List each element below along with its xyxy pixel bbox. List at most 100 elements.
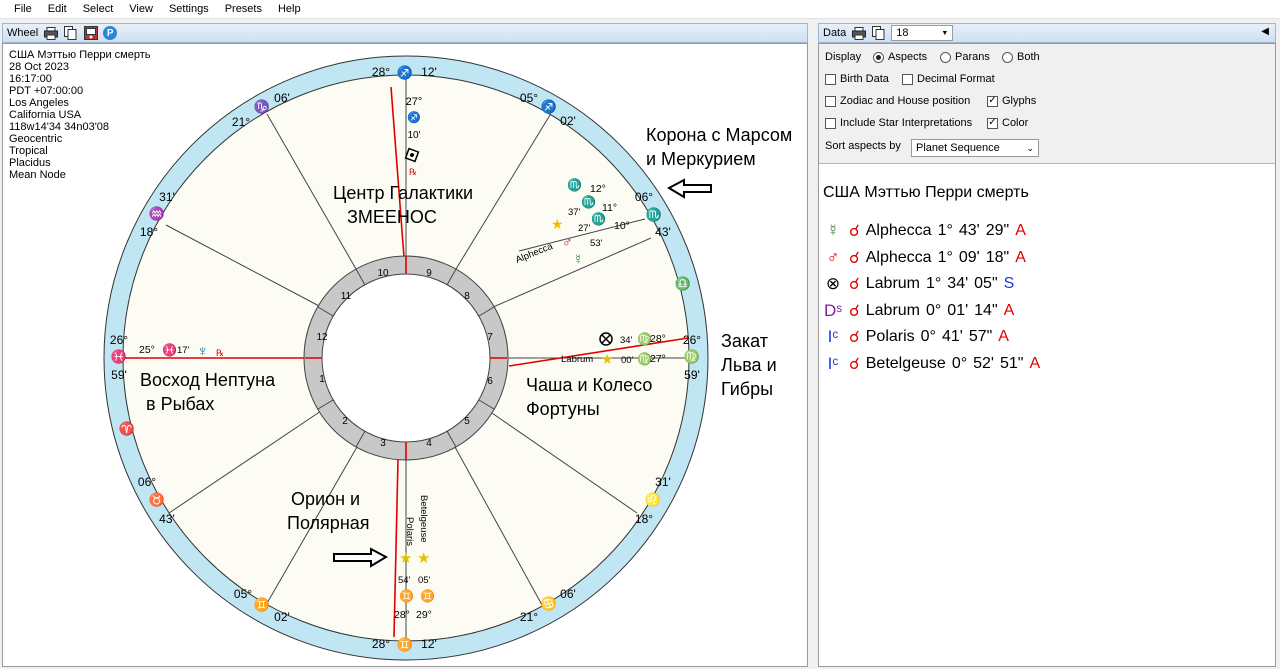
- neptune-icon: ♆: [197, 343, 208, 360]
- data-pane: Display Aspects Parans Both Birth Data D…: [818, 43, 1276, 667]
- ic-planet-icon: Iᶜ: [827, 327, 839, 347]
- house-number-2: 2: [342, 416, 348, 427]
- aspect-sec: 29": [985, 222, 1010, 240]
- annotation-sunset-line1: Закат: [721, 331, 769, 351]
- data-number-value: 18: [896, 27, 909, 39]
- chk-birth-data-box[interactable]: [825, 73, 836, 85]
- chk-zodiac-house-box[interactable]: [825, 95, 836, 107]
- cusp-5-min: 18°: [635, 512, 653, 526]
- menu-select[interactable]: Select: [82, 3, 114, 15]
- mars-icon: ♂: [562, 234, 573, 250]
- save-image-icon[interactable]: [83, 26, 98, 40]
- radio-aspects-label: Aspects: [888, 51, 928, 63]
- chk-color[interactable]: ✓ Color: [987, 117, 1028, 129]
- cusp-9-min: 02': [560, 114, 576, 128]
- conjunction-icon: ☌: [849, 302, 860, 320]
- desc-min-2: 00': [621, 355, 634, 366]
- radio-aspects[interactable]: Aspects: [873, 51, 927, 63]
- aspect-deg: 0°: [920, 328, 936, 346]
- wheel-pane: США Мэттью Перри смерть 28 Oct 2023 16:1…: [2, 43, 808, 667]
- conjunction-icon: ☌: [849, 276, 860, 294]
- pisces-icon: ♓: [111, 349, 127, 364]
- radio-parans[interactable]: Parans: [940, 51, 990, 63]
- sort-select[interactable]: Planet Sequence ⌄: [911, 139, 1039, 157]
- radio-aspects-circle[interactable]: [873, 51, 884, 63]
- aspect-flag: A: [1003, 301, 1015, 319]
- house-number-11: 11: [341, 291, 352, 302]
- radio-both[interactable]: Both: [1002, 51, 1040, 63]
- cusp-11-deg: 06': [274, 91, 290, 105]
- chk-star-interp[interactable]: Include Star Interpretations: [825, 117, 972, 129]
- chk-zodiac-house[interactable]: Zodiac and House position: [825, 95, 970, 107]
- radio-both-label: Both: [1017, 51, 1040, 63]
- betelgeuse-label: Betelgeuse: [418, 495, 429, 543]
- chk-decimal[interactable]: Decimal Format: [902, 73, 995, 85]
- copy-icon[interactable]: [63, 26, 78, 40]
- chart-info: США Мэттью Перри смерть 28 Oct 2023 16:1…: [9, 49, 150, 181]
- chk-star-interp-box[interactable]: [825, 117, 836, 129]
- collapse-left-icon[interactable]: ◀: [1261, 26, 1269, 37]
- chk-zodiac-house-label: Zodiac and House position: [840, 95, 971, 107]
- report-title: США Мэттью Перри смерть: [823, 184, 1029, 201]
- info-node: Mean Node: [9, 169, 66, 181]
- menu-edit[interactable]: Edit: [47, 3, 67, 15]
- chk-glyphs-box[interactable]: ✓: [987, 95, 998, 107]
- aries-icon: ♈: [119, 421, 135, 436]
- libra-icon: ♎: [675, 276, 691, 291]
- chart-wheel[interactable]: 1 2 3 4 5 6 7 8 9 10 11 12 28° ♐ 12' 05°…: [3, 44, 809, 668]
- aspect-flag: A: [1015, 248, 1026, 266]
- conjunction-icon: ☌: [849, 329, 860, 347]
- annotation-orion: Орион и Полярная: [287, 487, 370, 535]
- data-print-icon[interactable]: [851, 26, 866, 40]
- aspect-star: Labrum: [865, 275, 920, 293]
- cl-min-3: 53': [590, 238, 603, 249]
- scorpio-icon-cl2: ♏: [581, 195, 596, 209]
- data-number-select[interactable]: 18 ▼: [891, 25, 954, 41]
- aspect-star: Alphecca: [865, 222, 932, 240]
- print-icon[interactable]: [43, 26, 58, 40]
- cl-deg-2: 11°: [602, 202, 617, 214]
- chk-decimal-box[interactable]: [902, 73, 913, 85]
- chk-glyphs-label: Glyphs: [1002, 95, 1037, 107]
- ic-deg-1: 28°: [394, 609, 410, 621]
- chk-color-box[interactable]: ✓: [987, 117, 998, 129]
- radio-both-circle[interactable]: [1002, 51, 1013, 63]
- help-p-icon[interactable]: P: [103, 26, 118, 40]
- annotation-fortune-line2: Фортуны: [526, 399, 600, 419]
- desc-deg-2: 27°: [650, 353, 666, 365]
- house-number-8: 8: [464, 291, 470, 302]
- aspect-flag: A: [998, 328, 1009, 346]
- chk-glyphs[interactable]: ✓ Glyphs: [987, 95, 1036, 107]
- annotation-sunset-line3: Гибры: [721, 379, 774, 399]
- aspect-min: 34': [947, 275, 969, 293]
- cusp-dsc-min: 59': [684, 368, 700, 382]
- house-number-9: 9: [426, 268, 432, 279]
- leo-icon: ♌: [645, 492, 661, 507]
- data-options: Display Aspects Parans Both Birth Data D…: [819, 44, 1275, 164]
- menu-settings[interactable]: Settings: [168, 3, 209, 15]
- menu-presets[interactable]: Presets: [224, 3, 262, 15]
- annotation-sunset: Закат Льва и Гибры: [721, 329, 777, 401]
- menu-view[interactable]: View: [129, 3, 153, 15]
- arrow-orion: [333, 547, 389, 568]
- fortune-icon: [599, 332, 613, 346]
- chk-birth-data[interactable]: Birth Data: [825, 73, 889, 85]
- radio-parans-circle[interactable]: [940, 51, 951, 63]
- menu-help[interactable]: Help: [277, 3, 301, 15]
- cusp-9-deg: 05°: [520, 91, 538, 105]
- chk-color-label: Color: [1002, 117, 1029, 129]
- annotation-fortune: Чаша и Колесо Фортуны: [526, 373, 652, 421]
- data-copy-icon[interactable]: [871, 26, 886, 40]
- menu-file[interactable]: File: [14, 3, 32, 15]
- node-symbol-icon: [404, 147, 420, 163]
- aspect-min: 09': [958, 248, 980, 266]
- polaris-label: Polaris: [404, 517, 415, 546]
- aspect-flag: S: [1003, 275, 1015, 293]
